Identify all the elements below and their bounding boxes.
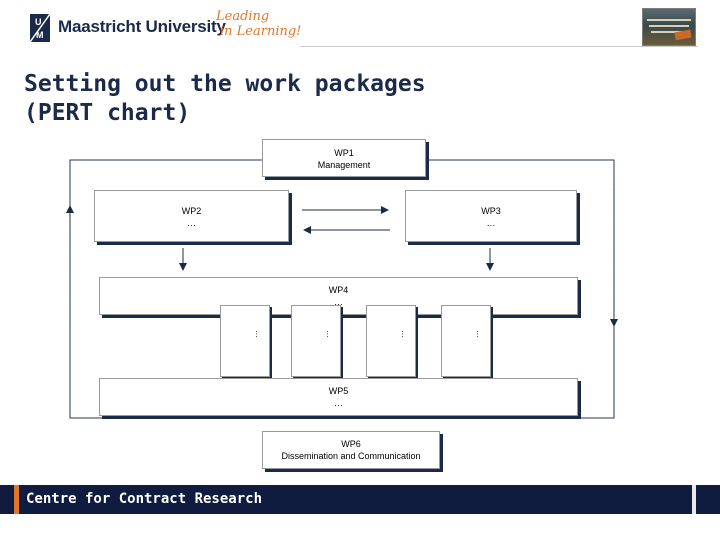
wp1-box: WP1 Management — [262, 139, 426, 177]
wp5-name: WP5 — [328, 386, 349, 396]
page-title: Setting out the work packages (PERT char… — [24, 70, 426, 128]
footer-bar: Centre for Contract Research — [0, 485, 720, 514]
lecture-hall-photo — [642, 8, 696, 46]
wp1-name: WP1 — [334, 148, 354, 158]
wp4-sub-3-label: … — [400, 330, 409, 339]
wp4-sub-4-label: … — [475, 330, 484, 339]
header: U M Maastricht University Leading in Lea… — [0, 0, 720, 50]
um-logo-icon: U M — [30, 14, 50, 42]
wp2-box: WP2 … — [94, 190, 289, 242]
wp3-desc: … — [486, 218, 496, 228]
header-divider — [300, 46, 698, 47]
wp6-box: WP6 Dissemination and Communication — [262, 431, 440, 469]
wp1-desc: Management — [317, 160, 371, 170]
svg-text:U: U — [35, 17, 42, 27]
wp4-sub-2-label: … — [325, 330, 334, 339]
tagline: Leading in Learning! — [216, 9, 302, 47]
tagline-line-1: Leading — [216, 9, 270, 24]
footer-right-strip — [692, 485, 696, 514]
svg-text:M: M — [36, 30, 44, 40]
wp4-sub-3: … — [366, 305, 416, 377]
wp4-desc: … — [334, 297, 343, 307]
footer-accent — [14, 485, 19, 514]
wp4-name: WP4 — [328, 285, 349, 295]
wp4-sub-1-label: … — [254, 330, 263, 339]
tagline-line-2: in Learning! — [220, 24, 302, 39]
wp4-sub-1: … — [220, 305, 270, 377]
title-line-1: Setting out the work packages — [24, 71, 426, 97]
wp6-name: WP6 — [341, 439, 361, 449]
wp3-name: WP3 — [481, 206, 501, 216]
wp4-sub-2: … — [291, 305, 341, 377]
wp6-desc: Dissemination and Communication — [281, 451, 421, 461]
wp5-box: WP5 … — [99, 378, 578, 416]
wp2-name: WP2 — [181, 206, 202, 216]
wp5-desc: … — [334, 398, 343, 408]
university-name: Maastricht University — [58, 17, 226, 36]
wp2-desc: … — [187, 218, 196, 228]
loop-line-right — [426, 159, 615, 419]
wp3-box: WP3 … — [405, 190, 577, 242]
title-line-2: (PERT chart) — [24, 100, 191, 126]
wp4-sub-4: … — [441, 305, 491, 377]
footer-text: Centre for Contract Research — [26, 491, 263, 507]
